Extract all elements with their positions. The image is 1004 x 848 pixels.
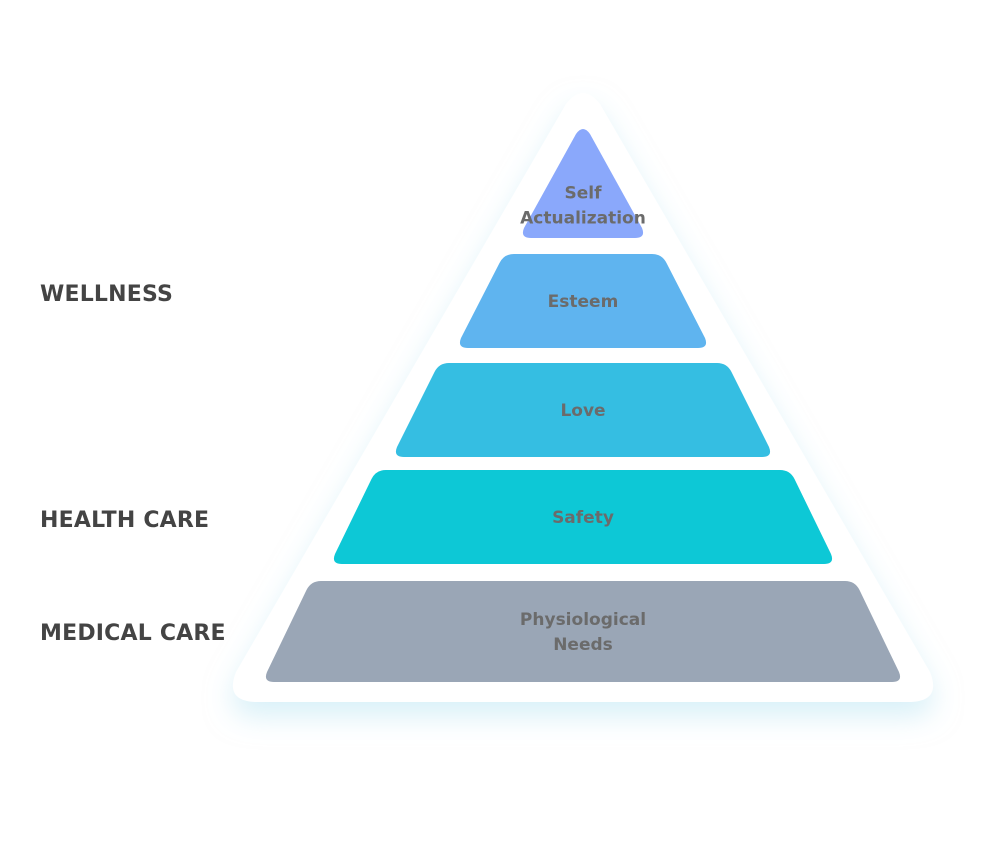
pyramid-level-love bbox=[395, 363, 771, 457]
pyramid-level-label-safety: Safety bbox=[552, 508, 614, 528]
pyramid-level-self-actualization bbox=[522, 129, 644, 238]
pyramid-level-physiological-needs bbox=[265, 581, 901, 682]
pyramid-level-safety bbox=[333, 470, 833, 564]
pyramid-level-label-line: Actualization bbox=[520, 209, 646, 229]
pyramid-level-label-line: Love bbox=[560, 401, 605, 421]
pyramid-level-label-love: Love bbox=[560, 401, 605, 421]
pyramid-level-esteem bbox=[459, 254, 707, 348]
pyramid-level-label-line: Needs bbox=[553, 635, 613, 655]
pyramid-level-label-esteem: Esteem bbox=[548, 292, 619, 312]
pyramid-level-label-line: Self bbox=[565, 184, 603, 204]
pyramid-level-label-line: Esteem bbox=[548, 292, 619, 312]
health-care-label: HEALTH CARE bbox=[40, 508, 210, 533]
wellness-label: WELLNESS bbox=[40, 282, 174, 307]
pyramid-level-label-line: Physiological bbox=[520, 610, 646, 630]
pyramid-level-label-line: Safety bbox=[552, 508, 614, 528]
medical-care-label: MEDICAL CARE bbox=[40, 621, 226, 646]
